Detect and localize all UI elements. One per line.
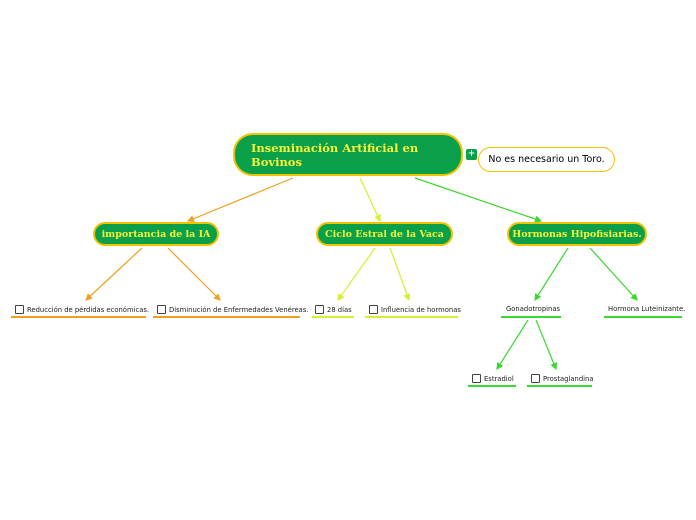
leaf-gonadotropinas-label: Gonadotropinas xyxy=(506,305,561,313)
checkbox-icon[interactable] xyxy=(369,305,378,314)
branch-importancia[interactable]: importancia de la IA xyxy=(93,222,219,246)
edge-hormonas-1 xyxy=(534,247,569,302)
leaf-28-dias-label: 28 días xyxy=(327,305,352,314)
leaf-underline xyxy=(527,385,592,387)
leaf-prostaglandina[interactable]: Prostaglandina xyxy=(531,374,594,383)
leaf-hormona-luteinizante-label: Hormona Luteinizante. xyxy=(608,305,686,313)
root-label: Inseminación Artificial en Bovinos xyxy=(251,140,419,169)
root-node[interactable]: Inseminación Artificial en Bovinos xyxy=(233,133,463,176)
edge-root-ia xyxy=(186,177,294,223)
leaf-estradiol-label: Estradiol xyxy=(484,374,514,383)
leaf-underline xyxy=(11,316,146,318)
edge-ia-1 xyxy=(85,247,143,301)
leaf-28-dias[interactable]: 28 días xyxy=(315,305,352,314)
leaf-influencia[interactable]: Influencia de hormonas xyxy=(369,305,461,314)
edge-ciclo-2 xyxy=(389,247,411,302)
note-label: No es necesario un Toro. xyxy=(488,154,605,165)
leaf-underline xyxy=(604,316,682,318)
leaf-reduccion-label: Reducción de pérdidas económicas. xyxy=(27,305,150,314)
branch-hormonas[interactable]: Hormonas Hipofisiarias. xyxy=(507,222,647,246)
edge-root-ciclo xyxy=(359,177,381,223)
leaf-underline xyxy=(365,316,458,318)
checkbox-icon[interactable] xyxy=(531,374,540,383)
leaf-underline xyxy=(153,316,300,318)
leaf-influencia-label: Influencia de hormonas xyxy=(381,305,461,314)
leaf-reduccion[interactable]: Reducción de pérdidas económicas. xyxy=(15,305,149,314)
branch-ciclo-estral[interactable]: Ciclo Estral de la Vaca xyxy=(316,222,453,246)
leaf-disminucion[interactable]: Disminución de Enfermedades Venéreas. xyxy=(157,305,309,314)
edge-gonado-1 xyxy=(496,319,529,371)
note-bubble[interactable]: No es necesario un Toro. xyxy=(478,147,615,172)
branch-ciclo-estral-label: Ciclo Estral de la Vaca xyxy=(325,228,444,240)
leaf-gonadotropinas[interactable]: Gonadotropinas xyxy=(506,305,560,313)
branch-importancia-label: importancia de la IA xyxy=(101,228,211,240)
checkbox-icon[interactable] xyxy=(15,305,24,314)
leaf-underline xyxy=(468,385,516,387)
leaf-estradiol[interactable]: Estradiol xyxy=(472,374,514,383)
checkbox-icon[interactable] xyxy=(315,305,324,314)
leaf-disminucion-label: Disminución de Enfermedades Venéreas. xyxy=(169,305,309,314)
edge-hormonas-2 xyxy=(589,247,638,301)
leaf-hormona-luteinizante[interactable]: Hormona Luteinizante. xyxy=(608,305,685,313)
edge-gonado-2 xyxy=(535,319,558,371)
leaf-underline xyxy=(312,316,354,318)
note-icon[interactable]: + xyxy=(466,149,477,160)
edge-ia-2 xyxy=(167,247,221,301)
leaf-prostaglandina-label: Prostaglandina xyxy=(543,374,594,383)
edge-ciclo-1 xyxy=(337,247,376,301)
checkbox-icon[interactable] xyxy=(472,374,481,383)
checkbox-icon[interactable] xyxy=(157,305,166,314)
branch-hormonas-label: Hormonas Hipofisiarias. xyxy=(512,228,642,240)
leaf-underline xyxy=(501,316,561,318)
edge-root-hormonas xyxy=(414,177,543,223)
